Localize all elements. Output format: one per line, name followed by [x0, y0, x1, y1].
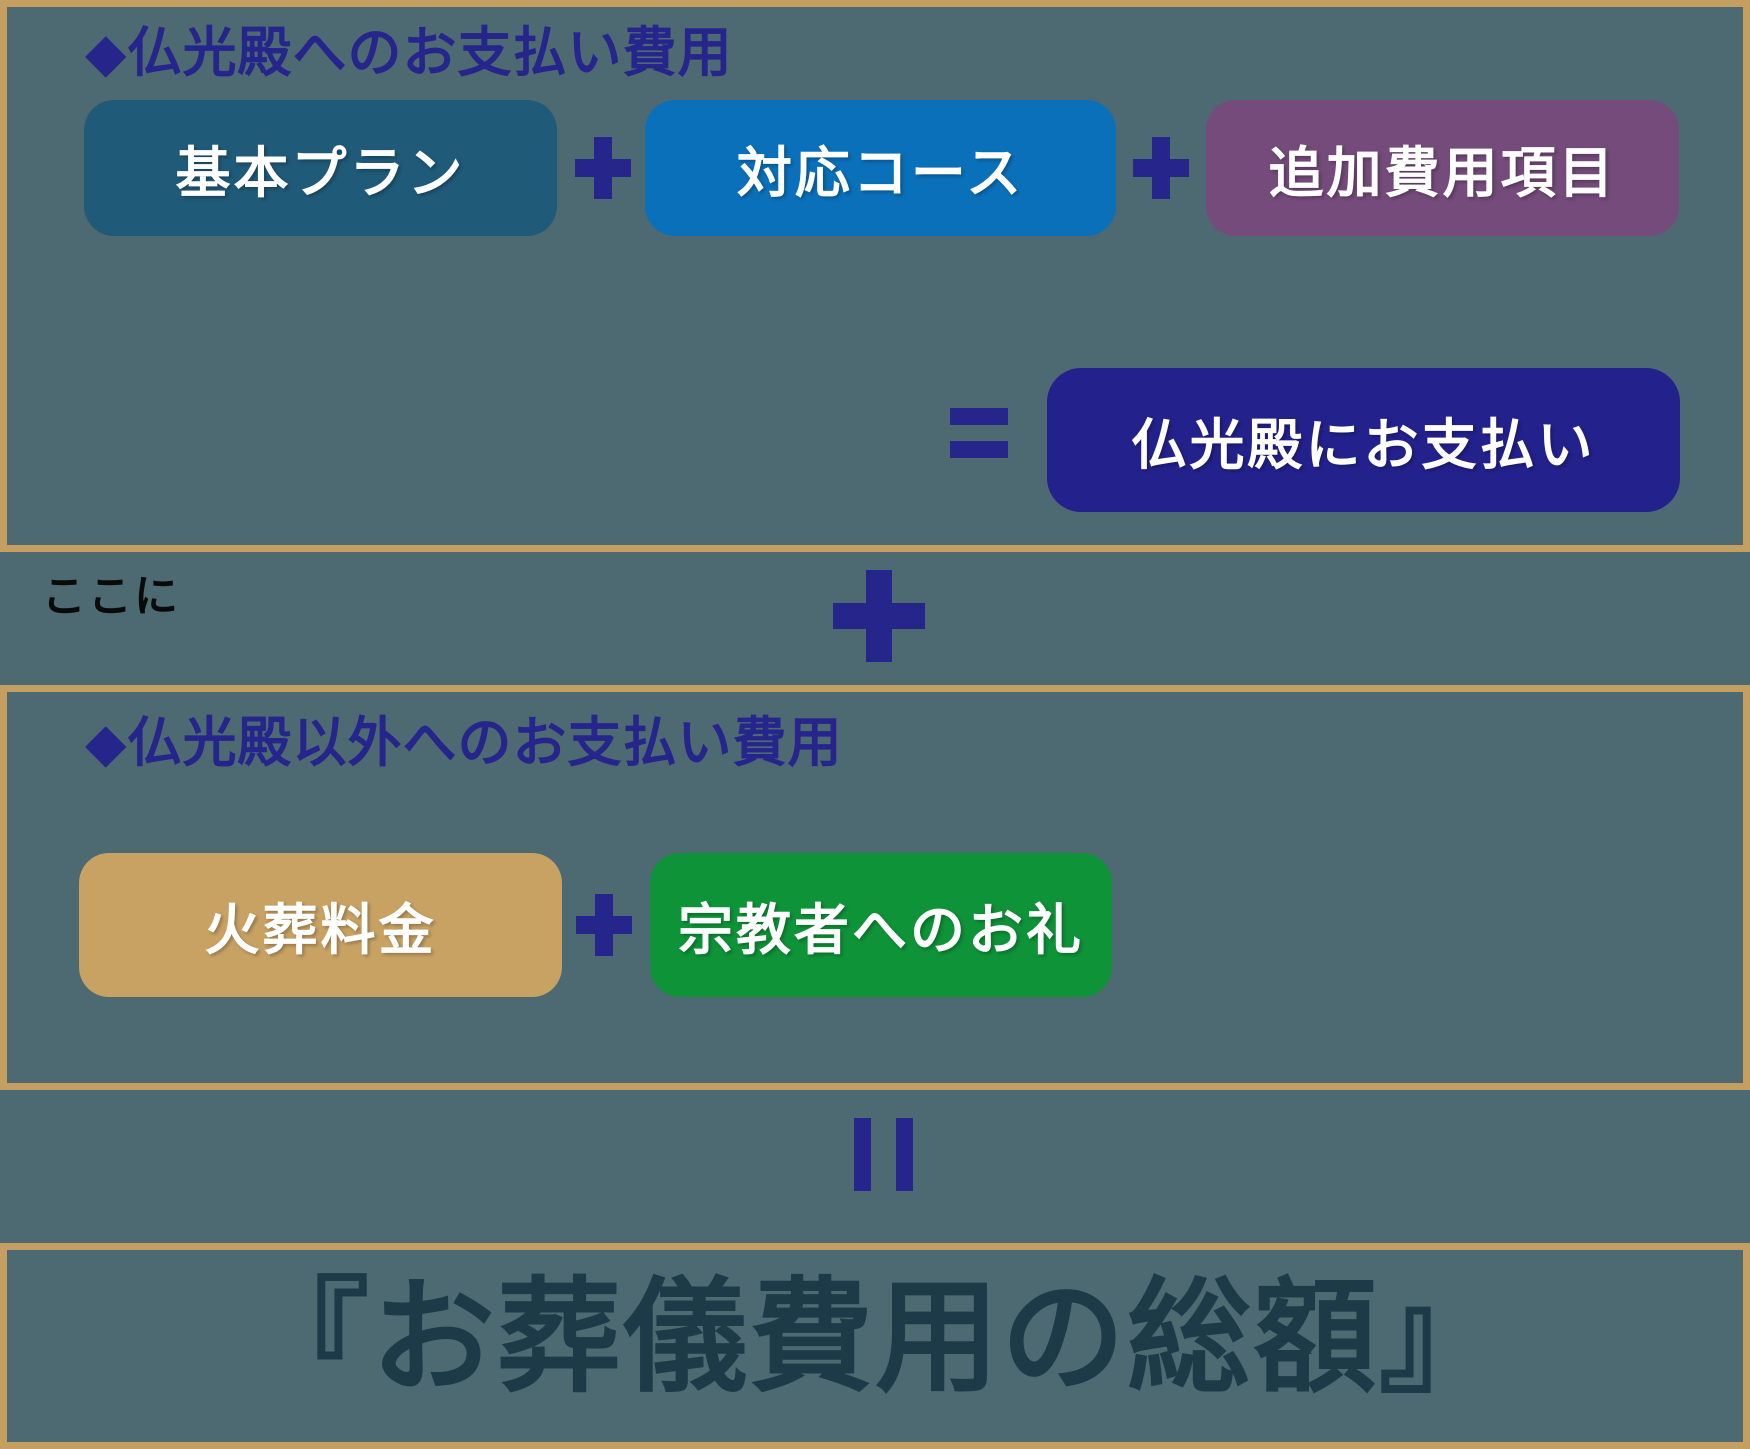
course-box: 対応コース	[645, 100, 1116, 236]
plus-icon	[575, 137, 631, 199]
total-cost-title: 『お葬儀費用の総額』	[244, 1270, 1505, 1407]
koko-ni-note: ここに	[42, 572, 180, 621]
other-payment-heading: ◆仏光殿以外へのお支払い費用	[85, 713, 843, 773]
clergy-gratuity-box: 宗教者へのお礼	[650, 853, 1112, 997]
plus-icon	[576, 894, 632, 956]
bukkoden-payment-panel	[0, 0, 1750, 552]
plus-icon	[1133, 137, 1189, 199]
bukkoden-payment-heading: ◆仏光殿へのお支払い費用	[85, 23, 733, 83]
other-payment-panel	[0, 685, 1750, 1090]
additional-cost-box: 追加費用項目	[1206, 100, 1679, 236]
bukkoden-payment-result-box: 仏光殿にお支払い	[1047, 368, 1680, 512]
big-plus-icon	[833, 570, 925, 662]
equals-icon	[950, 408, 1008, 458]
vertical-equals-icon	[854, 1118, 913, 1191]
basic-plan-box: 基本プラン	[84, 100, 557, 236]
cremation-fee-box: 火葬料金	[79, 853, 562, 997]
total-panel	[0, 1243, 1750, 1449]
